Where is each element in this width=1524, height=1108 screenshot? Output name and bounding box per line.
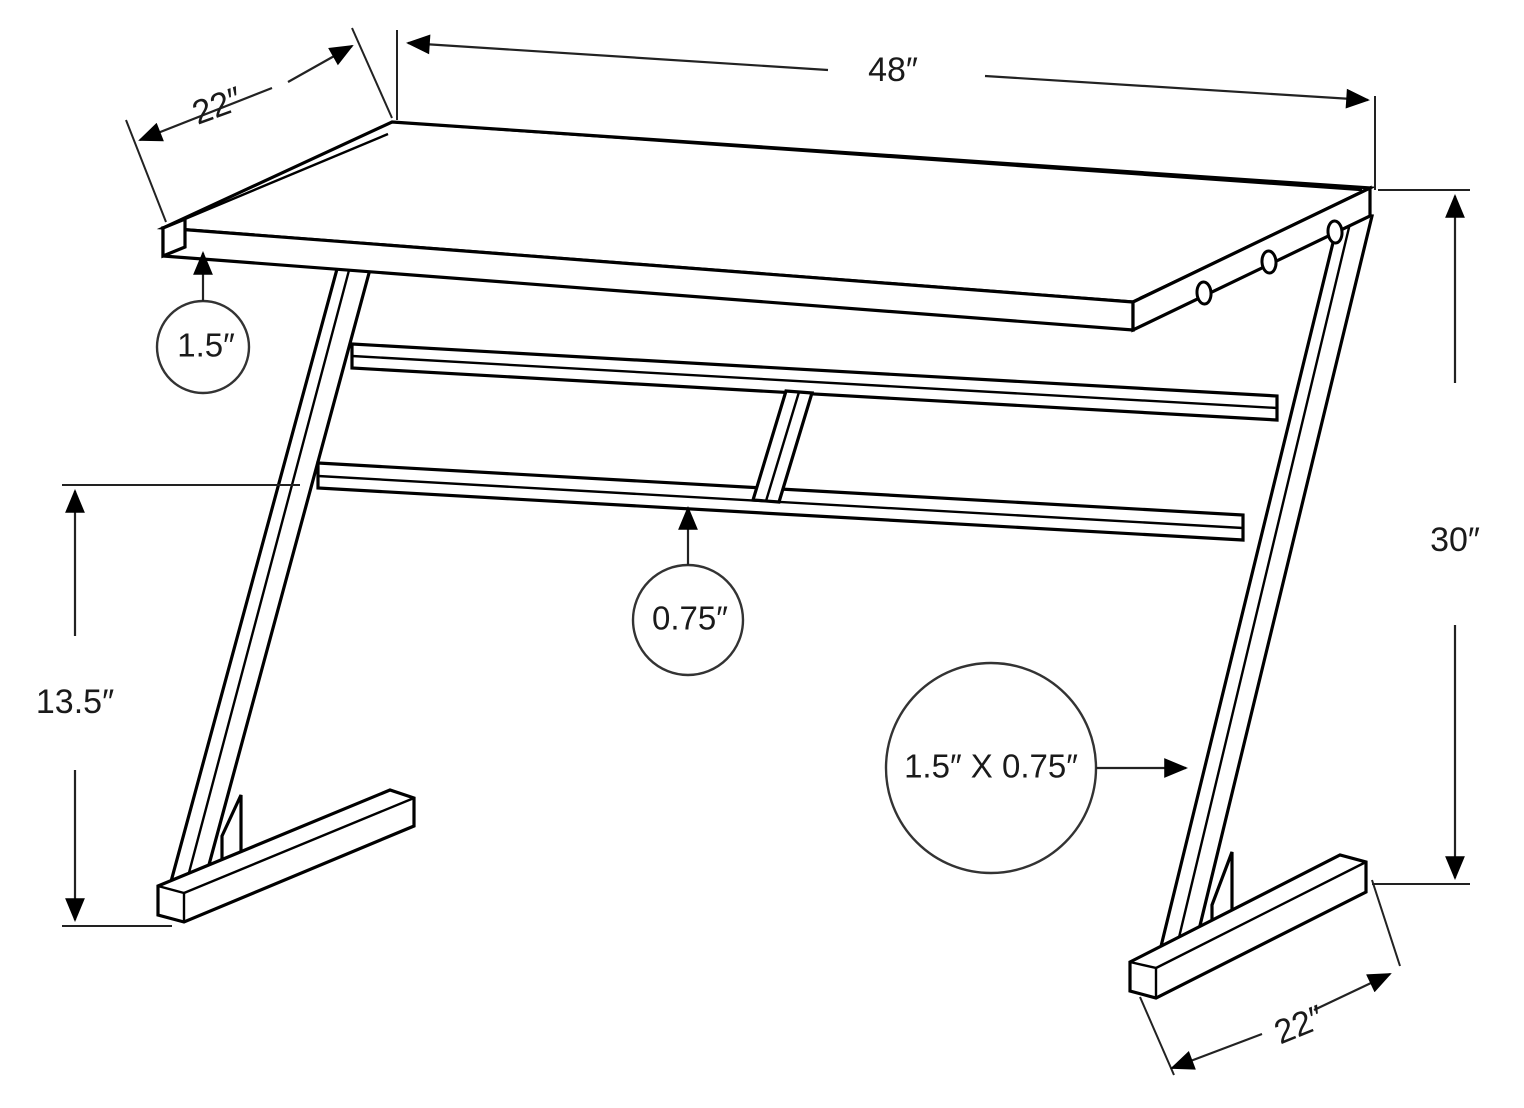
desk-assembly [156, 120, 1377, 1000]
callout-rail-thickness: 0.75″ [631, 506, 745, 677]
dimension-height-lower: 13.5″ [36, 484, 300, 927]
screw-hole [1326, 219, 1344, 245]
dimension-label-height-overall: 30″ [1430, 521, 1480, 559]
dimension-label-height-lower: 13.5″ [36, 683, 114, 721]
dimension-label-depth-top: 22″ [187, 80, 247, 133]
center-vertical-connector [750, 389, 815, 504]
dimension-label-width-top: 48″ [868, 51, 918, 89]
desk-tabletop [156, 120, 1377, 333]
screw-hole [1260, 249, 1278, 275]
callout-label-top-thickness: 1.5″ [177, 327, 235, 364]
callout-label-leg-profile: 1.5″ X 0.75″ [904, 748, 1078, 785]
screw-hole [1195, 280, 1213, 306]
right-z-leg [1128, 212, 1375, 1000]
callout-top-thickness: 1.5″ [155, 251, 251, 395]
callout-label-rail-thickness: 0.75″ [652, 600, 728, 637]
callout-leg-profile: 1.5″ X 0.75″ [884, 661, 1188, 875]
dimension-height-overall: 30″ [1372, 189, 1480, 885]
upper-cross-rail [350, 342, 1279, 422]
dimension-width-top: 48″ [396, 30, 1376, 190]
